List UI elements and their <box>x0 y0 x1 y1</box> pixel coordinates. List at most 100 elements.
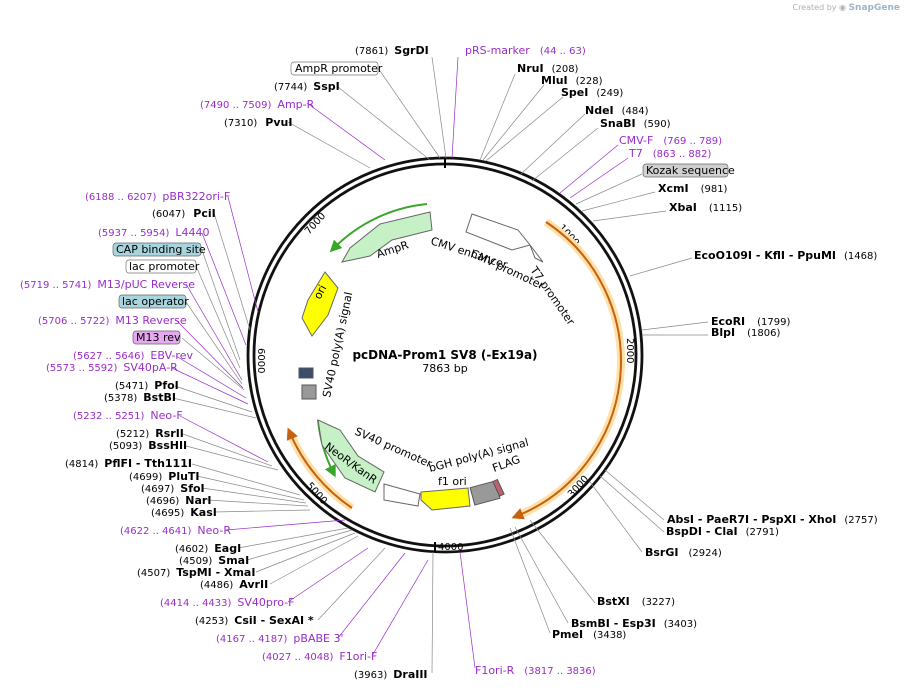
site-pcii: (6047)PciI <box>152 207 216 220</box>
credit-prefix: Created by <box>792 3 837 12</box>
site-absi: AbsI - PaeR7I - PspXI - XhoI (2757) <box>667 513 878 526</box>
primer-m13-puc-reverse: (5719 .. 5741)M13/pUC Reverse <box>20 278 195 291</box>
site-bstxi: BstXI(3227) <box>597 595 675 608</box>
site-eagi-pos: (4602) <box>175 544 208 555</box>
primer-l4440-name: L4440 <box>175 226 209 239</box>
site-tspmi: (4507)TspMI - XmaI <box>137 566 255 579</box>
site-bsshii-pos: (5093) <box>109 441 142 452</box>
site-pfoi: (5471) PfoI <box>115 379 179 392</box>
site-bspdi-pos: (2791) <box>746 527 779 538</box>
m13-rev-box <box>132 330 181 345</box>
primer-f1ori-r: F1ori-R(3817 .. 3836) <box>475 664 596 677</box>
site-absi-pos: (2757) <box>844 515 877 526</box>
kozak-sequence-box <box>642 163 729 178</box>
site-draiii-pos: (3963) <box>354 670 387 681</box>
site-sspi-name: SspI <box>313 80 339 93</box>
primer-t7-pos: (863 .. 882) <box>653 149 712 160</box>
site-csii: (4253)CsiI - SexAI * <box>195 614 314 627</box>
site-nari: (4696) NarI <box>146 494 211 507</box>
lac-operator-label: lac operator <box>122 295 189 308</box>
site-nrui-name: NruI <box>517 62 544 75</box>
site-sgrdi: (7861)SgrDI <box>355 44 429 57</box>
site-rsrii: (5212)RsrII <box>116 427 184 440</box>
site-pfoi-name: PfoI <box>154 379 179 392</box>
f1-ori-arrow-shape <box>420 487 471 511</box>
primer-sv40pa-r: (5573 .. 5592)SV40pA-R <box>46 361 178 374</box>
primer-pbabe-3-name: pBABE 3' <box>293 632 343 645</box>
primer-sv40pro-f: (4414 .. 4433)SV40pro-F <box>160 596 294 609</box>
site-bstbi-pos: (5378) <box>104 393 137 404</box>
primer-m13-reverse-pos: (5706 .. 5722) <box>38 316 110 327</box>
tick-2000: 2000 <box>624 338 635 363</box>
site-xcmi: XcmI(981) <box>658 182 728 195</box>
site-sspi: (7744) SspI <box>274 80 340 93</box>
neor-arrow-shape <box>317 419 385 493</box>
site-bsrgi-pos: (2924) <box>688 548 721 559</box>
site-nari-name: NarI <box>185 494 211 507</box>
site-spei: SpeI(249) <box>561 86 623 99</box>
lac-promoter-label: lac promoter <box>129 260 200 273</box>
primer-t7-name: T7 <box>628 147 643 160</box>
site-bsrgi-name: BsrGI <box>645 546 678 559</box>
site-bsmbi-name: BsmBI - Esp3I <box>571 617 656 630</box>
site-draiii: (3963)DraIII <box>354 668 428 681</box>
feature-t7-promoter: T7 promoter <box>527 263 578 328</box>
site-absi-name: AbsI - PaeR7I - PspXI - XhoI <box>667 513 836 526</box>
primer-neo-r-name: Neo-R <box>197 524 231 537</box>
site-ecoo109i-pos: (1468) <box>844 251 877 262</box>
site-snabi: SnaBI (590) <box>600 117 671 130</box>
site-snabi-name: SnaBI <box>600 117 636 130</box>
site-xbai: XbaI(1115) <box>669 201 742 214</box>
site-ndei-pos: (484) <box>622 106 649 117</box>
site-ecori: EcoRI(1799) <box>711 315 791 328</box>
plasmid-name: pcDNA-Prom1 SV8 (-Ex19a) <box>352 348 537 362</box>
primer-pbabe-3-pos: (4167 .. 4187) <box>216 634 288 645</box>
orf-ampr-arc <box>329 203 428 253</box>
primer-sv40pa-r-pos: (5573 .. 5592) <box>46 363 118 374</box>
primer-cmv-f-pos: (769 .. 789) <box>663 136 722 147</box>
primer-neo-f: (5232 .. 5251)Neo-F <box>73 409 183 422</box>
site-avrii: (4486) AvrII <box>200 578 268 591</box>
cmv-enhancer-shape <box>465 213 531 251</box>
kozak-sequence-label: Kozak sequence <box>646 164 735 177</box>
feature-ori: ori <box>311 283 329 302</box>
site-blpi: BlpI(1806) <box>711 326 780 339</box>
primer-f1ori-f: (4027 .. 4048)F1ori-F <box>262 650 377 663</box>
site-sgrdi-name: SgrDI <box>394 44 428 57</box>
site-nrui: NruI(208) <box>517 62 579 75</box>
site-blpi-name: BlpI <box>711 326 735 339</box>
ampr-promoter-label: AmpR promoter <box>295 62 383 75</box>
site-avrii-name: AvrII <box>239 578 268 591</box>
cmv-promoter-shape <box>529 244 544 263</box>
site-sfoi: (4697)SfoI <box>141 482 205 495</box>
primer-f1ori-r-pos: (3817 .. 3836) <box>524 666 596 677</box>
site-sspi-pos: (7744) <box>274 82 307 93</box>
primer-ebv-rev-pos: (5627 .. 5646) <box>73 351 145 362</box>
site-bstxi-pos: (3227) <box>642 597 675 608</box>
lac-operator-box <box>118 294 187 309</box>
site-snabi-pos: (590) <box>644 119 671 130</box>
site-avrii-pos: (4486) <box>200 580 233 591</box>
site-bstbi-name: BstBI <box>143 391 176 404</box>
cap-binding-site-label: CAP binding site <box>116 243 206 256</box>
primer-neo-f-pos: (5232 .. 5251) <box>73 411 145 422</box>
flag-shape <box>492 478 505 497</box>
site-nari-pos: (4696) <box>146 496 179 507</box>
feature-f1-ori: f1 ori <box>438 475 467 488</box>
primer-amp-r-name: Amp-R <box>277 98 314 111</box>
site-kasi-name: KasI <box>190 506 217 519</box>
site-pvui-name: PvuI <box>265 116 292 129</box>
site-bsshii-name: BssHII <box>148 439 187 452</box>
site-kasi-pos: (4695) <box>151 508 184 519</box>
site-ecoo109i: EcoO109I - KflI - PpuMI(1468) <box>694 249 877 262</box>
primer-prs-marker-pos: (44 .. 63) <box>540 46 586 57</box>
site-ndei: NdeI(484) <box>585 104 649 117</box>
primer-pbr322ori-f: (6188 .. 6207)pBR322ori-F <box>85 190 230 203</box>
site-pvui-pos: (7310) <box>224 118 257 129</box>
primer-ebv-rev-name: EBV-rev <box>150 349 193 362</box>
site-pfoi-pos: (5471) <box>115 381 148 392</box>
lac-operator-shape <box>298 367 314 379</box>
primer-neo-r-pos: (4622 .. 4641) <box>120 526 192 537</box>
primer-m13-puc-reverse-pos: (5719 .. 5741) <box>20 280 92 291</box>
primer-amp-r-pos: (7490 .. 7509) <box>200 100 272 111</box>
